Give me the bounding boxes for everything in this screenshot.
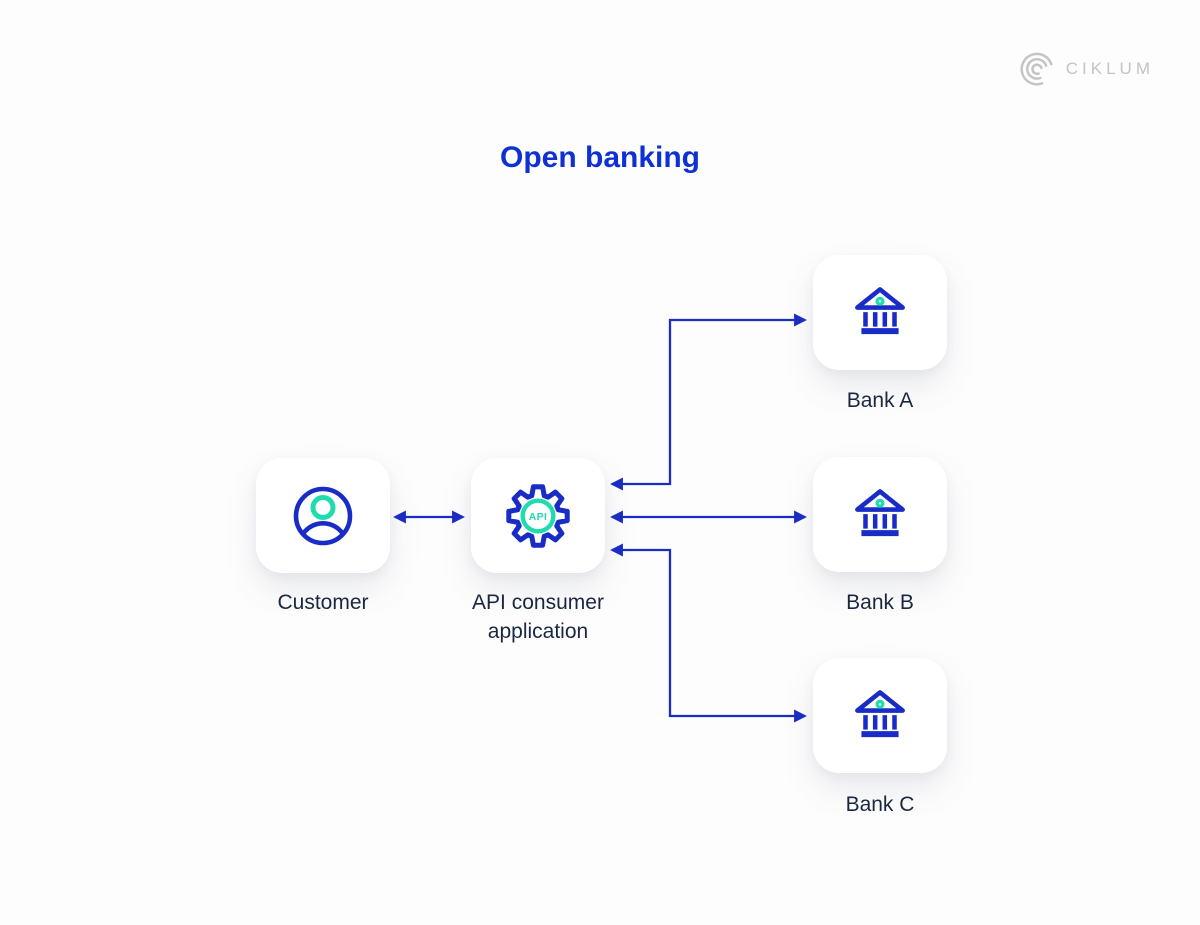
label-bank-b: Bank B [846,591,914,614]
label-customer: Customer [277,591,369,614]
label-bank-c: Bank C [845,793,915,816]
bank-icon [855,689,905,737]
brand-name: CIKLUM [1065,59,1154,78]
node-bank-c [813,658,947,773]
node-bank-a [813,255,947,370]
label-bank-a: Bank A [846,389,914,412]
bank-icon [855,286,905,334]
ciklum-mark-icon [1020,52,1053,86]
person-icon [293,486,353,545]
node-customer [256,458,390,573]
label-api-consumer-application: API consumer application [472,591,604,643]
connector-api-bank-c [610,543,807,723]
brand-logo: CIKLUM [1018,48,1154,90]
node-bank-b [813,457,947,572]
gear-api-icon: API [506,483,570,548]
connector-api-bank-a [610,313,807,491]
page-title: Open banking [499,141,700,174]
bank-icon [855,488,905,536]
node-api-consumer-application: API [471,458,605,573]
gear-api-icon-text: API [529,512,548,523]
